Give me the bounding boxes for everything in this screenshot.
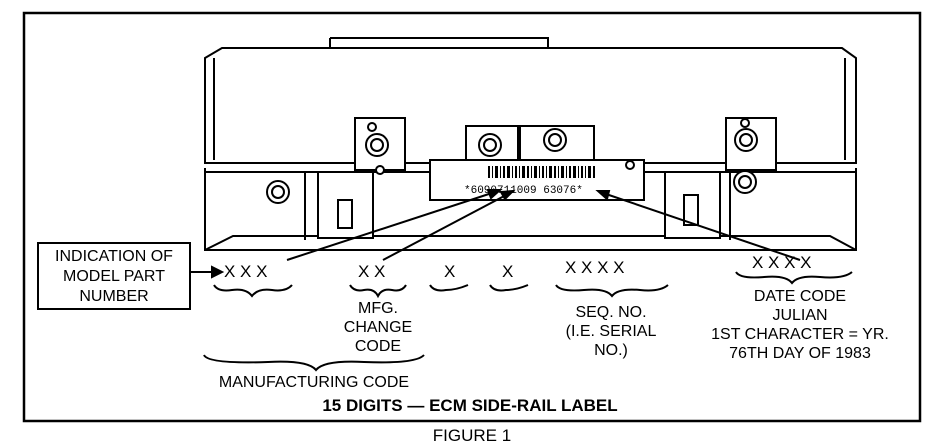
digit-group-1: X X X <box>224 262 268 281</box>
digit-group-2: X X <box>358 262 386 281</box>
digit-group-3: X <box>444 262 456 281</box>
digit-group-4: X <box>502 262 514 281</box>
seq-no-line-2: (I.E. SERIAL <box>565 323 657 340</box>
callout-line-3: NUMBER <box>79 288 149 305</box>
callout-line-1: INDICATION OF <box>55 248 173 265</box>
figure-label: FIGURE 1 <box>432 426 512 445</box>
date-code-line-2: JULIAN <box>772 307 828 324</box>
seq-no-line-3: NO.) <box>594 342 628 359</box>
callout-arrows <box>190 189 801 279</box>
digit-braces <box>203 271 853 372</box>
mfg-change-line-3: CODE <box>354 338 402 355</box>
barcode-text: *6090711009 63076* <box>464 185 583 197</box>
mfg-change-line-2: CHANGE <box>343 319 413 336</box>
barcode <box>488 166 595 178</box>
digit-group-5: X X X X <box>565 258 625 277</box>
mounting-bolts <box>266 118 758 204</box>
date-code-line-3: 1ST CHARACTER = YR. <box>711 326 889 343</box>
digit-group-6: X X X X <box>752 253 812 272</box>
manufacturing-code-label: MANUFACTURING CODE <box>218 374 410 391</box>
seq-no-line-1: SEQ. NO. <box>575 304 647 321</box>
date-code-line-4: 76TH DAY OF 1983 <box>729 345 871 362</box>
mfg-change-line-1: MFG. <box>358 300 398 317</box>
date-code-line-1: DATE CODE <box>753 288 847 305</box>
figure-caption: 15 DIGITS — ECM SIDE-RAIL LABEL <box>322 396 618 415</box>
figure-frame <box>22 11 922 423</box>
ecm-module-drawing <box>204 37 857 251</box>
callout-line-2: MODEL PART <box>63 268 165 285</box>
model-part-callout-box <box>37 242 191 310</box>
